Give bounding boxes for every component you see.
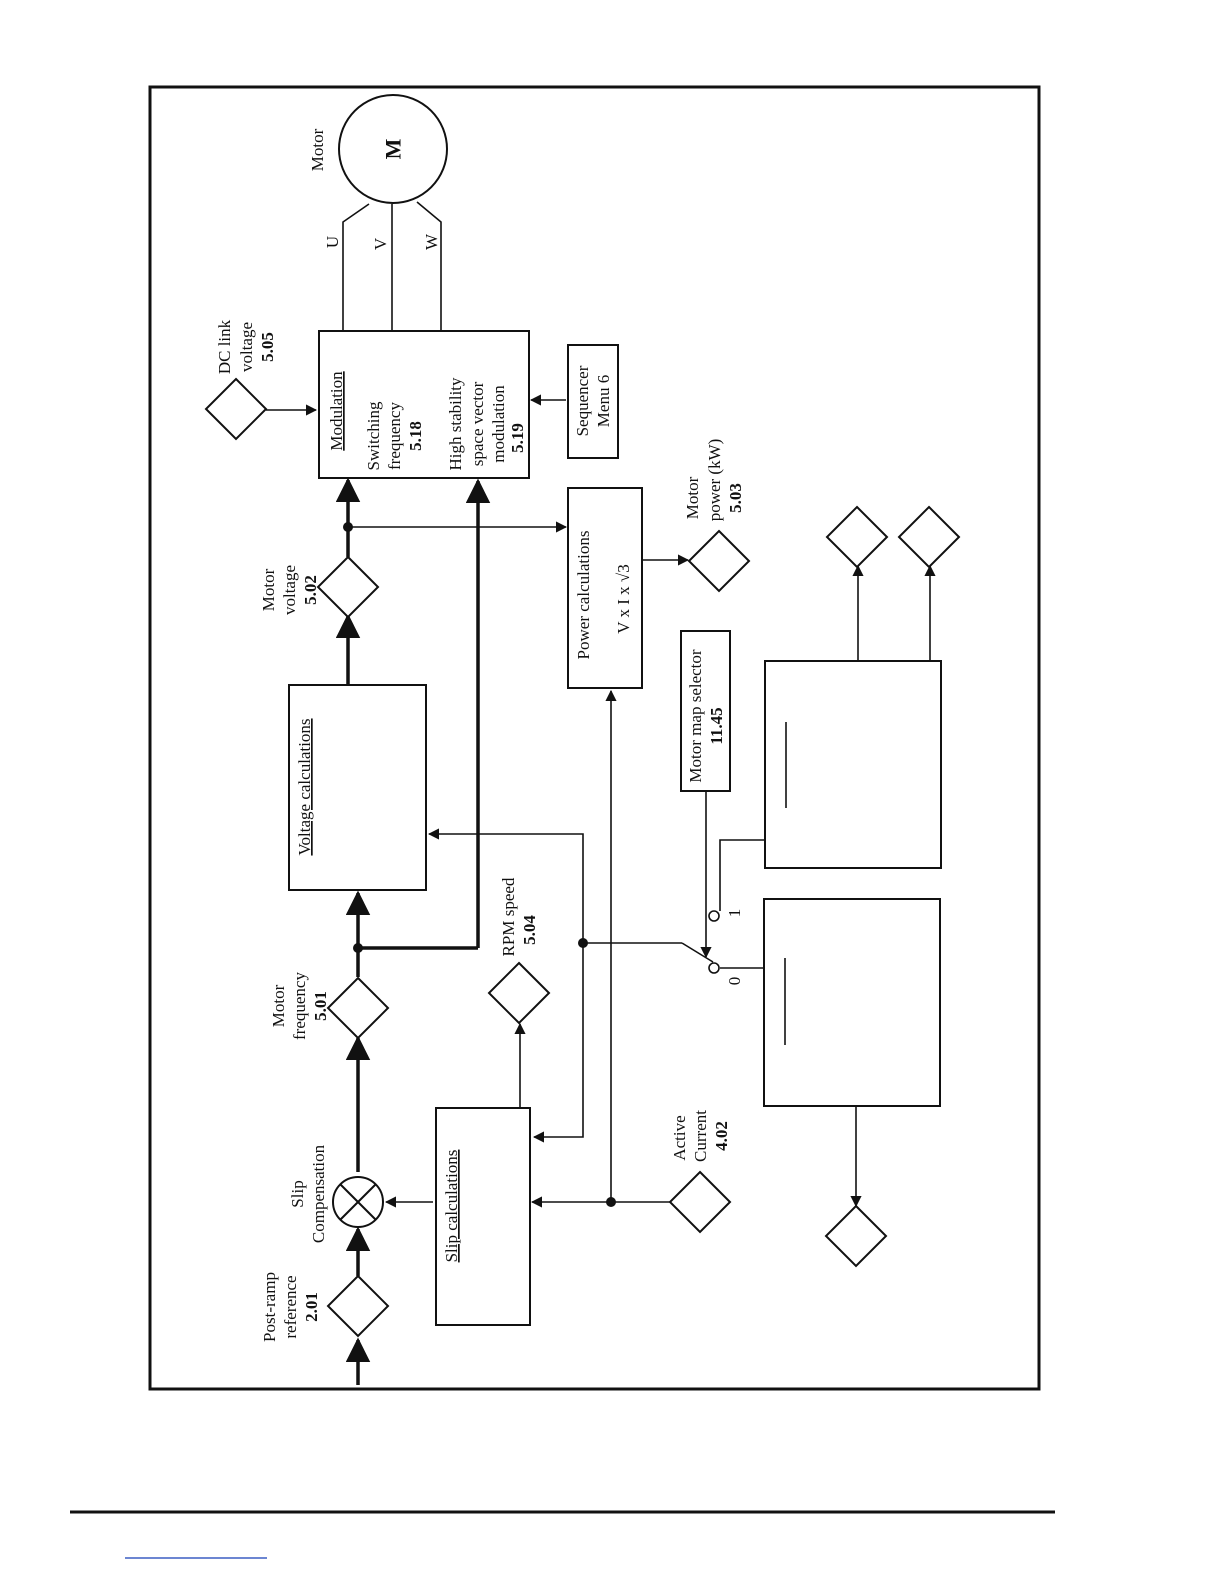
motor-voltage-line1: Motor — [259, 568, 278, 611]
modulation-title: Modulation — [327, 371, 346, 451]
dc-link-line1: DC link — [215, 319, 234, 374]
output-diamond-c — [824, 1204, 888, 1268]
motor-map-0-box — [763, 898, 941, 1107]
sequencer-line1: Sequencer — [573, 365, 592, 436]
slip-compensation-summer-icon — [332, 1176, 384, 1228]
active-current-line1: Active — [670, 1115, 689, 1160]
motor-voltage-line2: voltage — [280, 565, 299, 615]
motor-icon — [338, 94, 448, 204]
sequencer-line2: Menu 6 — [594, 375, 613, 427]
active-current-line2: Current — [691, 1110, 710, 1162]
slip-comp-line1: Slip — [288, 1180, 307, 1207]
post-ramp-reference-diamond — [326, 1274, 390, 1338]
dc-link-param: 5.05 — [258, 332, 277, 362]
motor-map-param: 11.45 — [707, 707, 726, 744]
switching-param: 5.18 — [406, 421, 425, 451]
switching-line2: frequency — [385, 402, 404, 470]
slip-calc-title: Slip calculations — [442, 1150, 461, 1263]
dc-link-line2: voltage — [237, 322, 256, 372]
hs-line3: modulation — [489, 385, 508, 463]
motor-map-1-box — [764, 660, 942, 869]
post-ramp-param: 2.01 — [302, 1292, 321, 1322]
motor-frequency-diamond — [326, 976, 390, 1040]
hs-param: 5.19 — [508, 423, 527, 453]
motor-frequency-line1: Motor — [269, 984, 288, 1027]
power-calc-formula: V x I x √3 — [614, 564, 633, 633]
active-current-diamond — [668, 1170, 732, 1234]
dc-link-voltage-diamond — [204, 377, 268, 441]
phase-w-label: W — [422, 233, 441, 250]
sequencer-box — [567, 344, 619, 459]
motor-symbol: M — [381, 138, 406, 159]
hs-line2: space vector — [468, 381, 487, 466]
phase-v-label: V — [371, 237, 390, 250]
hs-line1: High stability — [446, 377, 465, 471]
voltage-calculations-box — [288, 684, 427, 891]
motor-power-param: 5.03 — [726, 483, 745, 513]
power-calc-title: Power calculations — [574, 531, 593, 660]
switch-pos0-label: 0 — [725, 977, 744, 986]
active-current-param: 4.02 — [712, 1121, 731, 1151]
slip-calculations-box — [435, 1107, 531, 1326]
rpm-speed-diamond — [487, 961, 551, 1025]
diagram-frame — [148, 85, 1041, 1391]
motor-power-line2: power (kW) — [705, 439, 724, 522]
motor-map-line1: Motor map selector — [686, 649, 705, 782]
rpm-speed-param: 5.04 — [520, 915, 539, 945]
modulation-box — [318, 330, 530, 479]
switching-line1: Switching — [364, 401, 383, 470]
motor-map-selector-box — [680, 630, 731, 792]
motor-label: Motor — [308, 128, 327, 171]
post-ramp-line1: Post-ramp — [260, 1272, 279, 1342]
motor-voltage-param: 5.02 — [301, 575, 320, 605]
motor-frequency-param: 5.01 — [311, 991, 330, 1021]
switch-pos1-label: 1 — [725, 909, 744, 918]
motor-power-line1: Motor — [683, 476, 702, 519]
motor-voltage-diamond — [316, 555, 380, 619]
output-diamond-b — [897, 505, 961, 569]
post-ramp-line2: reference — [281, 1275, 300, 1338]
slip-comp-line2: Compensation — [309, 1144, 328, 1243]
voltage-calc-title: Voltage calculations — [295, 718, 314, 855]
output-diamond-a — [825, 505, 889, 569]
power-calculations-box — [567, 487, 643, 689]
rpm-speed-line1: RPM speed — [499, 877, 518, 956]
phase-u-label: U — [323, 236, 342, 248]
motor-frequency-line2: frequency — [290, 972, 309, 1040]
motor-power-diamond — [687, 529, 751, 593]
